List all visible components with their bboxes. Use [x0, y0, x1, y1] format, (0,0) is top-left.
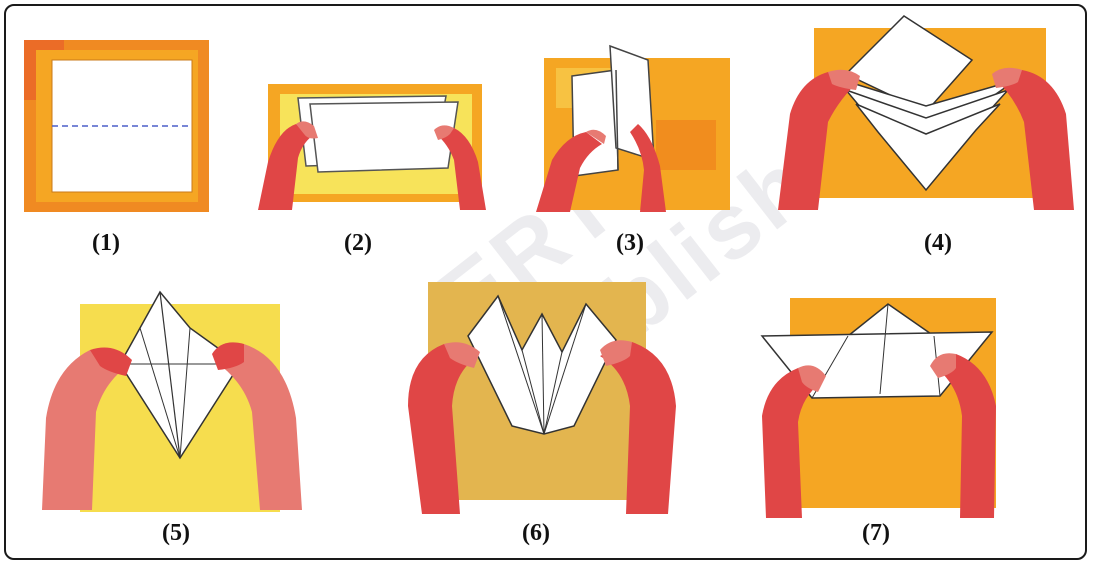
step-7-illustration — [758, 296, 998, 522]
step-5-illustration — [40, 288, 304, 520]
step-6-label: (6) — [506, 520, 566, 547]
step-7-label: (7) — [846, 520, 906, 547]
step-1-label: (1) — [76, 230, 136, 257]
step-1-illustration — [22, 38, 212, 216]
step-4-illustration — [776, 14, 1076, 216]
step-4-label: (4) — [908, 230, 968, 257]
step-2-illustration — [258, 78, 488, 216]
step-5-label: (5) — [146, 520, 206, 547]
step-2-label: (2) — [328, 230, 388, 257]
step-3-illustration — [536, 40, 736, 216]
step-6-illustration — [404, 276, 682, 520]
step-3-label: (3) — [600, 230, 660, 257]
